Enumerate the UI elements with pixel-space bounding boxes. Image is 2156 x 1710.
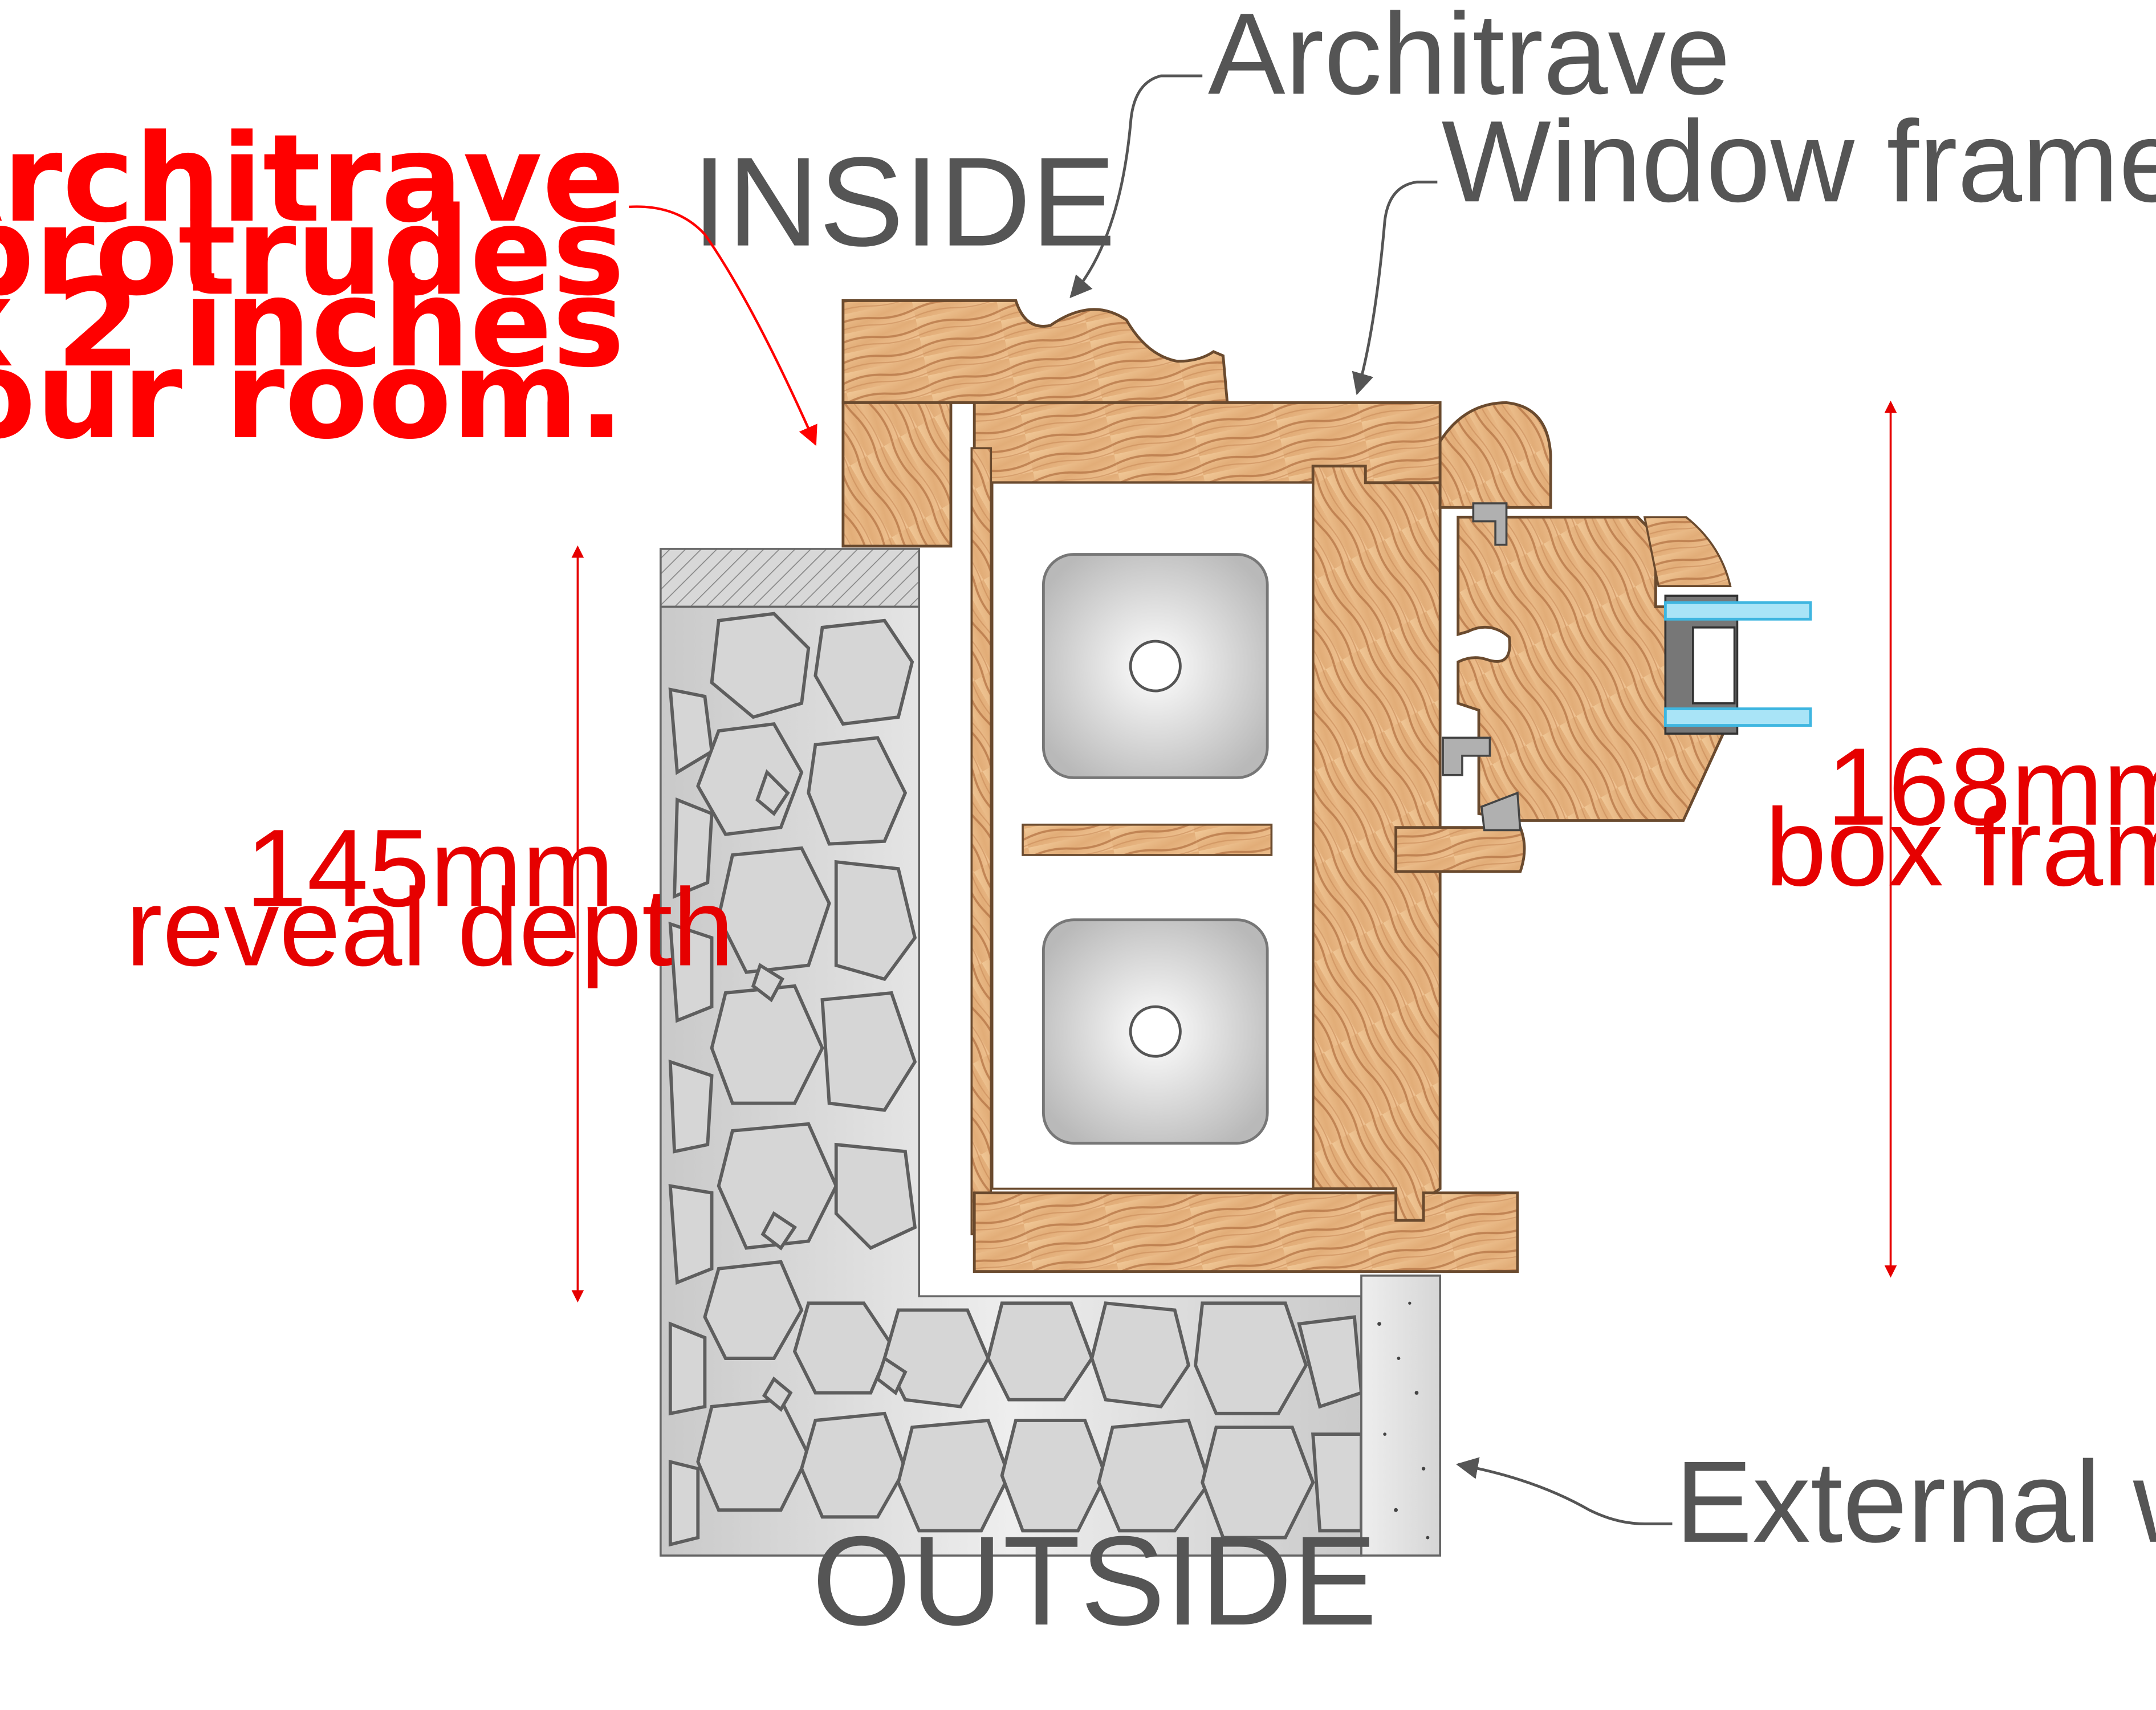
glass-pane-outer — [1663, 707, 1812, 727]
window-frame-leader — [1352, 180, 1438, 396]
outside-label: OUTSIDE — [812, 1510, 1377, 1652]
reveal-label: reveal depth — [125, 866, 734, 990]
masonry-wall — [660, 548, 1442, 1557]
note-line-4: into your room. — [0, 325, 625, 466]
note-line-3: approx 2 inches — [0, 253, 625, 394]
architrave-leader — [1069, 74, 1203, 299]
reveal-depth-dimension: 145mm reveal depth — [125, 545, 734, 1303]
box-label: box frame — [1765, 786, 2156, 909]
staff-bead — [1438, 401, 1552, 509]
external-wall-leader — [1455, 1457, 1673, 1525]
sash-bead — [1394, 826, 1526, 873]
architrave-label: Architrave — [1208, 0, 1731, 119]
inside-label: INSIDE — [692, 131, 1116, 273]
note-leader — [628, 205, 817, 446]
external-wall-label: External wall — [1675, 1438, 2156, 1567]
render-texture — [1377, 1301, 1430, 1540]
stones — [668, 612, 1361, 1547]
window-frame — [970, 401, 1552, 1273]
reveal-value: 145mm — [246, 807, 615, 930]
seal-top — [1472, 502, 1508, 546]
parting-bead — [1022, 823, 1273, 856]
sash — [1442, 502, 1812, 832]
note-line-1: Architrave — [0, 108, 625, 250]
glass-pane-inner — [1663, 601, 1812, 621]
box-value: 168mm — [1827, 726, 2156, 849]
window-frame-label: Window frame — [1442, 97, 2156, 226]
note-line-2: with packer protrudes — [0, 182, 625, 323]
packer — [841, 401, 953, 548]
seal-bottom — [1480, 791, 1522, 832]
external-render — [1360, 1275, 1442, 1557]
architrave-note: Architrave with packer protrudes approx … — [0, 108, 817, 466]
architrave — [841, 299, 1229, 548]
box-frame-dimension: 168mm box frame — [1765, 400, 2156, 1278]
plaster-strip — [660, 548, 921, 608]
seal-mid — [1442, 736, 1491, 776]
